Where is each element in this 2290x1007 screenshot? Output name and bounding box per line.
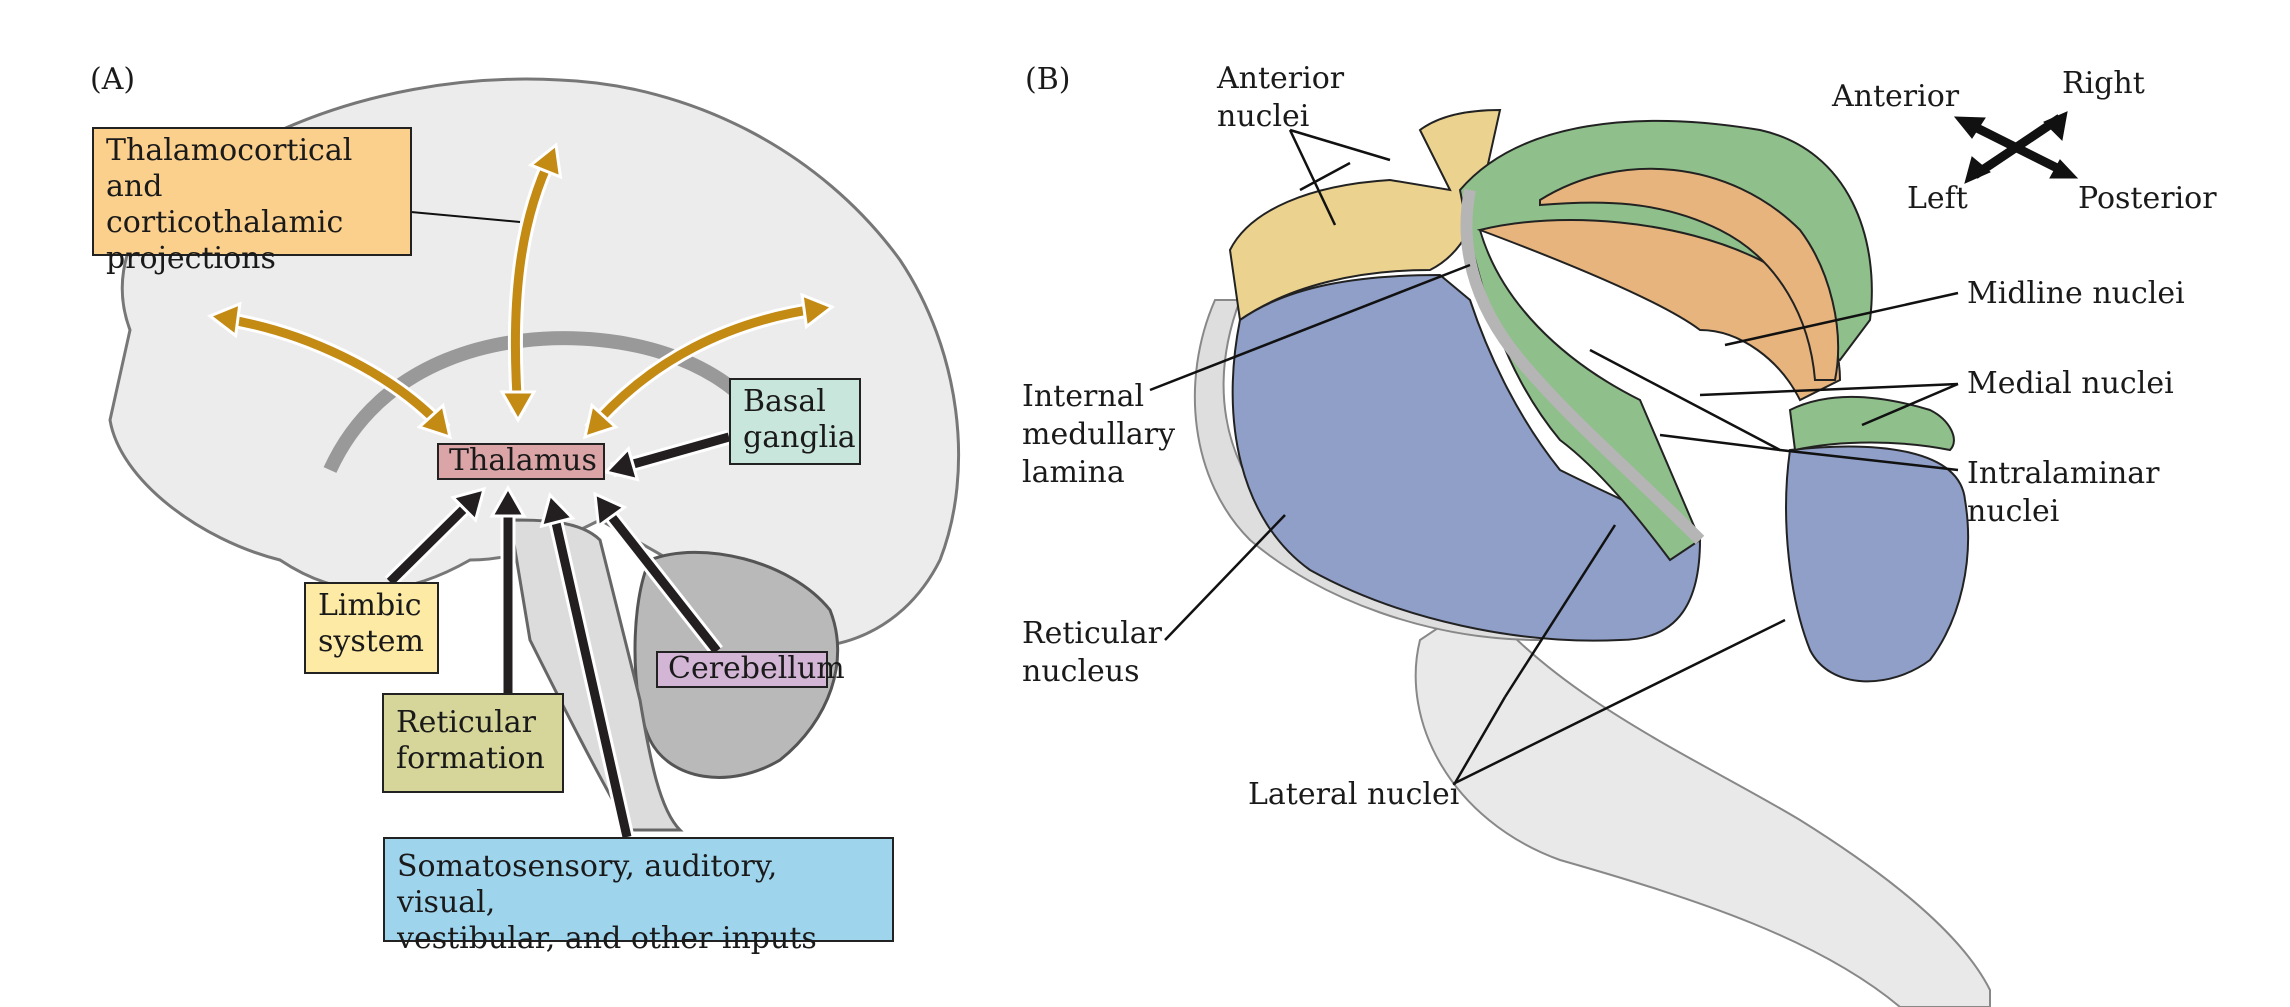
lateral-nuclei-label: Lateral nuclei (1248, 777, 1460, 812)
compass-left-label: Left (1907, 181, 1968, 216)
intralaminar-nuclei-label: Intralaminar nuclei (1967, 456, 2160, 529)
arrow-left-icon (1964, 156, 1991, 184)
projection-arrow-superior-head-1-icon (527, 142, 563, 180)
arrow-posterior-icon (2049, 159, 2079, 179)
cerebellum-arrow (596, 499, 721, 654)
anterior-nuclei-leader-1 (1289, 128, 1391, 162)
projection-arrow-frontal-head-2-icon (416, 402, 453, 440)
panel-b-leader-lines (1149, 128, 1959, 785)
lateral-nuclei-leader-1 (1453, 696, 1507, 784)
projection-arrow-frontal (219, 313, 449, 434)
midline-nuclei-shape (1476, 219, 1842, 402)
orientation-compass (1953, 111, 2079, 184)
lateral-nuclei-leader-3 (1503, 524, 1617, 698)
pulvinar-shape (1785, 445, 1970, 683)
medial-nuclei-posterior (1788, 395, 1955, 452)
compass-anterior-label: Anterior (1832, 79, 1960, 114)
projection-arrow-occipital-head-1-icon (800, 292, 835, 330)
projection-arrow-superior-head-2-icon (499, 390, 537, 424)
projection-arrow-occipital-head-2-icon (582, 402, 619, 440)
compass-left-right-axis (1972, 114, 2063, 179)
compass-right-label: Right (2062, 66, 2145, 101)
basal-ganglia-box: Basal ganglia (729, 378, 861, 465)
limbic-system-box: Limbic system (304, 582, 439, 674)
anterior-nuclei-shape (1228, 108, 1502, 322)
anterior-nuclei-leader-2 (1288, 129, 1337, 226)
cerebellum-arrow-head-1-icon (593, 491, 628, 529)
midline-nuclei-leader (1724, 291, 1959, 347)
brainstem-b (1414, 598, 1991, 1007)
arrow-anterior-icon (1953, 116, 1986, 139)
anterior-nuclei-leader (1299, 161, 1351, 192)
limbic-arrow-head-1-icon (449, 486, 487, 524)
intralaminar-leader-2 (1659, 433, 1781, 452)
lateral-nuclei-shape (1231, 273, 1702, 642)
projection-arrow-superior (510, 153, 557, 413)
medial-nuclei-leader-1 (1699, 382, 1959, 397)
reticular-arrow-head-1-icon (489, 484, 527, 518)
reticular-nucleus-leader (1164, 514, 1286, 641)
internal-lamina-leader (1149, 263, 1471, 392)
sensory-arrow (547, 504, 632, 838)
internal-medullary-lamina-label: Internal medullary lamina (1022, 379, 1176, 490)
internal-medullary-lamina (1460, 188, 1705, 545)
thalamocortical-leader (410, 211, 521, 223)
arrow-right-icon (2043, 111, 2068, 142)
thalamus-box: Thalamus (437, 443, 605, 480)
sensory-arrow-head-1-icon (539, 492, 576, 529)
basal-ganglia-arrow-head-1-icon (603, 445, 640, 482)
reticular-nucleus-label: Reticular nucleus (1022, 616, 1162, 689)
lateral-nuclei-leader-2 (1454, 618, 1786, 785)
projection-arrows (207, 142, 835, 440)
panel-b-label: (B) (1025, 62, 1071, 97)
compass-posterior-label: Posterior (2078, 181, 2217, 216)
midline-nuclei-label: Midline nuclei (1967, 276, 2185, 311)
input-arrows (384, 429, 732, 839)
reticular-formation-box: Reticular formation (382, 693, 564, 793)
medial-nuclei-leader-2 (1861, 382, 1959, 427)
thalamocortical-projections-box: Thalamocortical and corticothalamic proj… (92, 127, 412, 276)
midline-nuclei-band (1539, 167, 1840, 381)
projection-arrow-occipital (586, 303, 823, 433)
anterior-nuclei-label: Anterior nuclei (1217, 61, 1345, 134)
sensory-inputs-box: Somatosensory, auditory, visual, vestibu… (383, 837, 894, 956)
panel-a-label: (A) (90, 62, 136, 97)
cerebellum-box: Cerebellum (656, 651, 845, 688)
projection-arrow-frontal-head-1-icon (207, 301, 242, 339)
medial-nuclei-label: Medial nuclei (1967, 366, 2174, 401)
